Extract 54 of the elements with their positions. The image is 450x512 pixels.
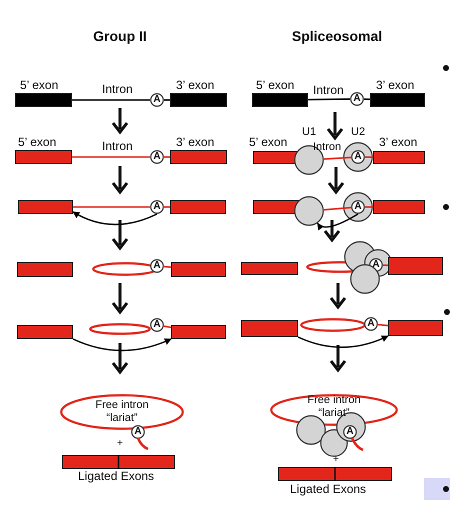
nucleotide-letter: A [367,319,375,329]
exon-label: 5’ exon [20,79,58,92]
exon-label: 3’ exon [176,79,214,92]
snrnp-label: U1 [302,126,316,139]
exon-label: 3’ exon [376,79,414,92]
connector-line [72,99,150,101]
bar-label: Ligated Exons [290,483,366,496]
intron-label: Intron [313,84,344,97]
connector-line [164,325,172,328]
connector-line [324,206,352,211]
connector-line [382,264,388,266]
curved-arrow [317,213,358,230]
column-heading: Group II [93,30,147,43]
curved-arrow [72,211,158,226]
exon-label: 5’ exon [18,136,56,149]
connector-line [164,156,170,158]
nucleotide-letter: A [353,94,361,104]
nucleotide-letter: A [153,202,161,212]
snrnp-label: U2 [351,126,366,139]
intron-label: Intron [102,83,133,96]
connector-line [164,266,172,268]
nucleotide-letter: A [153,152,161,162]
plus-sign: + [117,437,123,450]
nucleotide-letter: A [354,152,362,162]
nucleotide-letter: A [153,261,161,271]
connector-line [378,324,388,326]
connector-line [73,206,150,208]
intron-label: Intron [102,140,133,153]
curved-arrow [72,338,172,352]
nucleotide-letter: A [372,260,380,270]
lariat-label: Free intron “lariat” [306,394,362,420]
nucleotide-letter: A [153,320,161,330]
intron-label: Intron [313,141,342,154]
connector-line [365,156,374,158]
plus-sign: + [333,453,339,466]
nucleotide-letter: A [153,95,161,105]
curved-arrow [298,335,389,348]
lariat-label: Free intron “lariat” [94,399,150,425]
connector-line [164,99,170,101]
column-heading: Spliceosomal [292,30,382,43]
exon-label: 3’ exon [176,136,214,149]
connector-line [164,206,170,208]
exon-label: 5’ exon [256,79,294,92]
exon-label: 3’ exon [379,136,418,149]
connector-line [72,156,150,158]
bar-label: Ligated Exons [78,470,154,483]
connector-line [364,98,370,100]
nucleotide-letter: A [346,427,354,437]
connector-line [365,206,373,208]
exon-label: 5’ exon [249,136,288,149]
nucleotide-letter: A [354,202,362,212]
connector-line [324,156,352,160]
nucleotide-letter: A [134,427,142,437]
connector-line [308,98,350,100]
